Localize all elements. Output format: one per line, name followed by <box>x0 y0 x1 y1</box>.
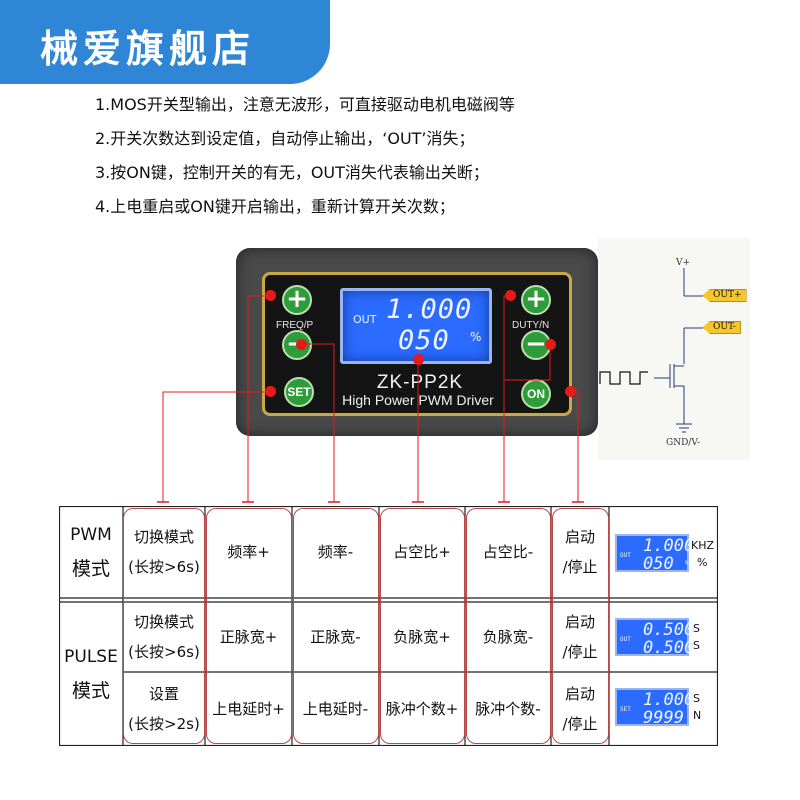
pwm-start-stop: 启动 /停止 <box>551 506 609 598</box>
pulse-delay-minus: 上电延时- <box>302 700 369 718</box>
column-outline <box>293 508 379 744</box>
pulse-mode-line2: 模式 <box>71 680 110 702</box>
note-1: 1.MOS开关型输出，注意无波形，可直接驱动电机电磁阀等 <box>95 95 515 114</box>
pulse-mini-lcd-2: SET 1.000 9999 <box>615 688 694 728</box>
lcd-frequency-value: 1.000 <box>386 294 473 325</box>
lcd-out-label: OUT <box>353 313 377 326</box>
device-model: ZK-PP2K <box>376 372 464 393</box>
pulse-neg-width-minus: 负脉宽- <box>482 628 534 646</box>
note-2: 2.开关次数达到设定值，自动停止输出，‘OUT’消失； <box>95 129 475 148</box>
marker-dot <box>265 386 276 397</box>
pulse-count-minus: 脉冲个数- <box>475 700 541 718</box>
pwm-lcd-pct: % <box>685 560 689 567</box>
device-subtitle: High Power PWM Driver <box>342 392 494 408</box>
column-outline <box>380 508 465 744</box>
set-button[interactable]: SET <box>284 377 314 407</box>
pwm-start-line1: 启动 <box>564 528 595 546</box>
gnd-label: GND/V- <box>666 438 701 448</box>
pulse1-unit-1: S <box>693 622 700 635</box>
feature-notes: 1.MOS开关型输出，注意无波形，可直接驱动电机电磁阀等 2.开关次数达到设定值… <box>95 92 695 228</box>
pulse-start1-line1: 启动 <box>564 613 595 631</box>
pwm-lcd-line2: 050 <box>643 554 674 574</box>
pulse-switch-mode: 切换模式 (长按>6s) <box>123 602 205 672</box>
function-table: PWM 模式 切换模式 (长按>6s) 频率+ 频率- 占空比+ 占空比- 启动… <box>59 506 718 746</box>
pulse-setting-line1: 设置 <box>148 685 179 703</box>
out-minus-tag: OUT- <box>702 321 741 334</box>
wiring-diagram: V+ OUT+ OUT- GND/V- <box>598 238 750 460</box>
pulse2-lcd-tag: SET <box>620 706 631 713</box>
store-name: 械爱旗舰店 <box>40 27 256 71</box>
pulse-switch-line2: (长按>6s) <box>128 643 200 661</box>
column-outline <box>552 508 609 744</box>
freq-plus-button[interactable]: + <box>282 285 312 315</box>
pwm-mode-line1: PWM <box>70 525 112 545</box>
note-4: 4.上电重启或ON键开启输出，重新计算开关次数； <box>95 197 455 216</box>
pulse-start2-line1: 启动 <box>564 685 595 703</box>
pulse-mode-label: PULSE 模式 <box>59 602 123 746</box>
freq-label: FREQ/P <box>276 320 314 331</box>
pwm-switch-line2: (长按>6s) <box>128 558 200 576</box>
pwm-mini-lcd: OUT 1.000 050 % <box>615 534 694 574</box>
pulse2-unit-2: N <box>693 709 702 722</box>
marker-dot <box>296 339 307 350</box>
pulse-mini-lcd-1: OUT 0.500 0.500 <box>615 618 694 657</box>
column-outline <box>206 508 292 744</box>
pulse-neg-width-plus: 负脉宽+ <box>393 628 451 646</box>
marker-dot <box>565 386 576 397</box>
pulse-mode-line1: PULSE <box>64 647 118 667</box>
pulse1-lcd-line1: 0.500 <box>643 620 695 640</box>
vplus-label: V+ <box>676 258 691 268</box>
pwm-start-line2: /停止 <box>562 558 598 576</box>
pulse-pos-width-plus: 正脉宽+ <box>219 628 278 646</box>
wiring-lines <box>599 268 704 433</box>
pwm-mode-label: PWM 模式 <box>59 506 123 598</box>
pwm-switch-line1: 切换模式 <box>133 528 194 546</box>
pulse-count-plus: 脉冲个数+ <box>385 700 459 718</box>
pulse-setting: 设置 (长按>2s) <box>123 672 205 746</box>
note-3: 3.按ON键，控制开关的有无，OUT消失代表输出关断； <box>95 163 489 182</box>
pulse1-lcd-line2: 0.500 <box>643 638 695 658</box>
pwm-switch-mode: 切换模式 (长按>6s) <box>123 506 205 598</box>
pulse2-unit-1: S <box>693 692 700 705</box>
on-button[interactable]: ON <box>521 379 551 409</box>
pulse2-lcd-line1: 1.000 <box>643 690 695 710</box>
marker-dot <box>413 354 424 365</box>
store-banner: 械爱旗舰店 <box>0 0 330 84</box>
pulse-start2-line2: /停止 <box>562 715 598 733</box>
pwm-freq-minus: 频率- <box>317 543 354 561</box>
marker-dot <box>505 290 516 301</box>
pwm-duty-minus: 占空比- <box>482 543 534 561</box>
lcd-duty-value: 050 <box>398 325 450 356</box>
pulse-start-stop-2: 启动 /停止 <box>551 672 609 746</box>
column-outline <box>466 508 551 744</box>
pwm-unit-2: % <box>697 556 708 569</box>
pwm-lcd-tag: OUT <box>620 552 631 559</box>
pulse-setting-line2: (长按>2s) <box>128 715 200 733</box>
pulse-switch-line1: 切换模式 <box>133 613 194 631</box>
pwm-lcd-line1: 1.000 <box>643 536 695 556</box>
marker-dot <box>265 290 276 301</box>
pulse1-unit-2: S <box>693 639 700 652</box>
out-plus-tag: OUT+ <box>702 289 747 302</box>
marker-dot <box>545 339 556 350</box>
pwm-unit-1: KHZ <box>691 539 715 552</box>
pwm-duty-plus: 占空比+ <box>393 543 451 561</box>
pulse1-lcd-tag: OUT <box>620 636 631 643</box>
pulse-start1-line2: /停止 <box>562 643 598 661</box>
duty-label: DUTY/N <box>512 320 550 331</box>
pwm-freq-plus: 频率+ <box>227 543 270 561</box>
pulse-pos-width-minus: 正脉宽- <box>310 628 361 646</box>
column-outline <box>123 508 205 744</box>
pwm-mode-line2: 模式 <box>71 558 110 580</box>
pulse-delay-plus: 上电延时+ <box>212 700 285 718</box>
duty-plus-button[interactable]: + <box>521 285 551 315</box>
pulse-start-stop-1: 启动 /停止 <box>551 602 609 672</box>
pulse2-lcd-line2: 9999 <box>643 708 684 728</box>
lcd-percent-unit: % <box>470 330 482 344</box>
